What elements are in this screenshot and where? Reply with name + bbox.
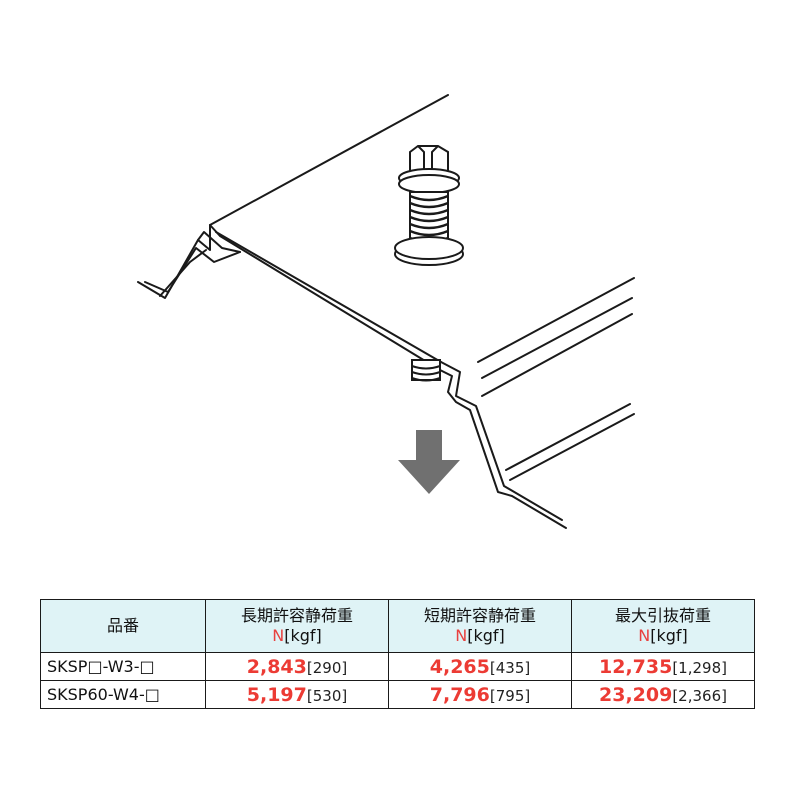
value-kgf: [1,298] [672,658,727,677]
short-term-cell: 4,265[435] [388,652,572,681]
short-term-cell: 7,796[795] [388,680,572,709]
pullout-cell: 23,209[2,366] [571,680,755,709]
unit-kgf: [kgf] [284,626,322,645]
header-part-number: 品番 [40,599,206,653]
value-n: 7,796 [429,683,490,706]
value-kgf: [795] [489,686,531,705]
long-term-cell: 5,197[530] [205,680,389,709]
table-header-row: 品番 長期許容静荷重 N[kgf] 短期許容静荷重 N[kgf] 最大引抜荷重 … [40,599,755,653]
table-row: SKSP60-W4-□ 5,197[530] 7,796[795] 23,209… [40,680,755,709]
header-pullout-load: 最大引抜荷重 N[kgf] [571,599,755,653]
value-kgf: [2,366] [672,686,727,705]
value-n: 5,197 [246,683,307,706]
load-spec-table: 品番 長期許容静荷重 N[kgf] 短期許容静荷重 N[kgf] 最大引抜荷重 … [40,599,755,709]
bolt-icon [394,145,464,382]
header-unit: N[kgf] [206,626,388,646]
part-number-cell: SKSP□-W3-□ [40,652,206,681]
unit-n: N [272,626,285,645]
long-term-cell: 2,843[290] [205,652,389,681]
unit-kgf: [kgf] [467,626,505,645]
header-short-term-label: 短期許容静荷重 [423,606,536,625]
value-n: 4,265 [429,655,490,678]
pullout-cell: 12,735[1,298] [571,652,755,681]
value-kgf: [530] [306,686,348,705]
header-pullout-label: 最大引抜荷重 [614,606,711,625]
header-long-term-label: 長期許容静荷重 [240,606,353,625]
down-arrow-icon [398,430,460,494]
header-unit: N[kgf] [389,626,571,646]
value-n: 23,209 [599,683,673,706]
table-row: SKSP□-W3-□ 2,843[290] 4,265[435] 12,735[… [40,652,755,681]
header-part-label: 品番 [106,616,139,635]
unit-kgf: [kgf] [650,626,688,645]
product-illustration [137,94,635,529]
value-kgf: [290] [306,658,348,677]
part-number-cell: SKSP60-W4-□ [40,680,206,709]
header-unit: N[kgf] [572,626,754,646]
value-n: 2,843 [246,655,307,678]
value-n: 12,735 [599,655,673,678]
value-kgf: [435] [489,658,531,677]
header-long-term-load: 長期許容静荷重 N[kgf] [205,599,389,653]
roof-panel-icon [137,94,635,529]
header-short-term-load: 短期許容静荷重 N[kgf] [388,599,572,653]
unit-n: N [638,626,651,645]
unit-n: N [455,626,468,645]
